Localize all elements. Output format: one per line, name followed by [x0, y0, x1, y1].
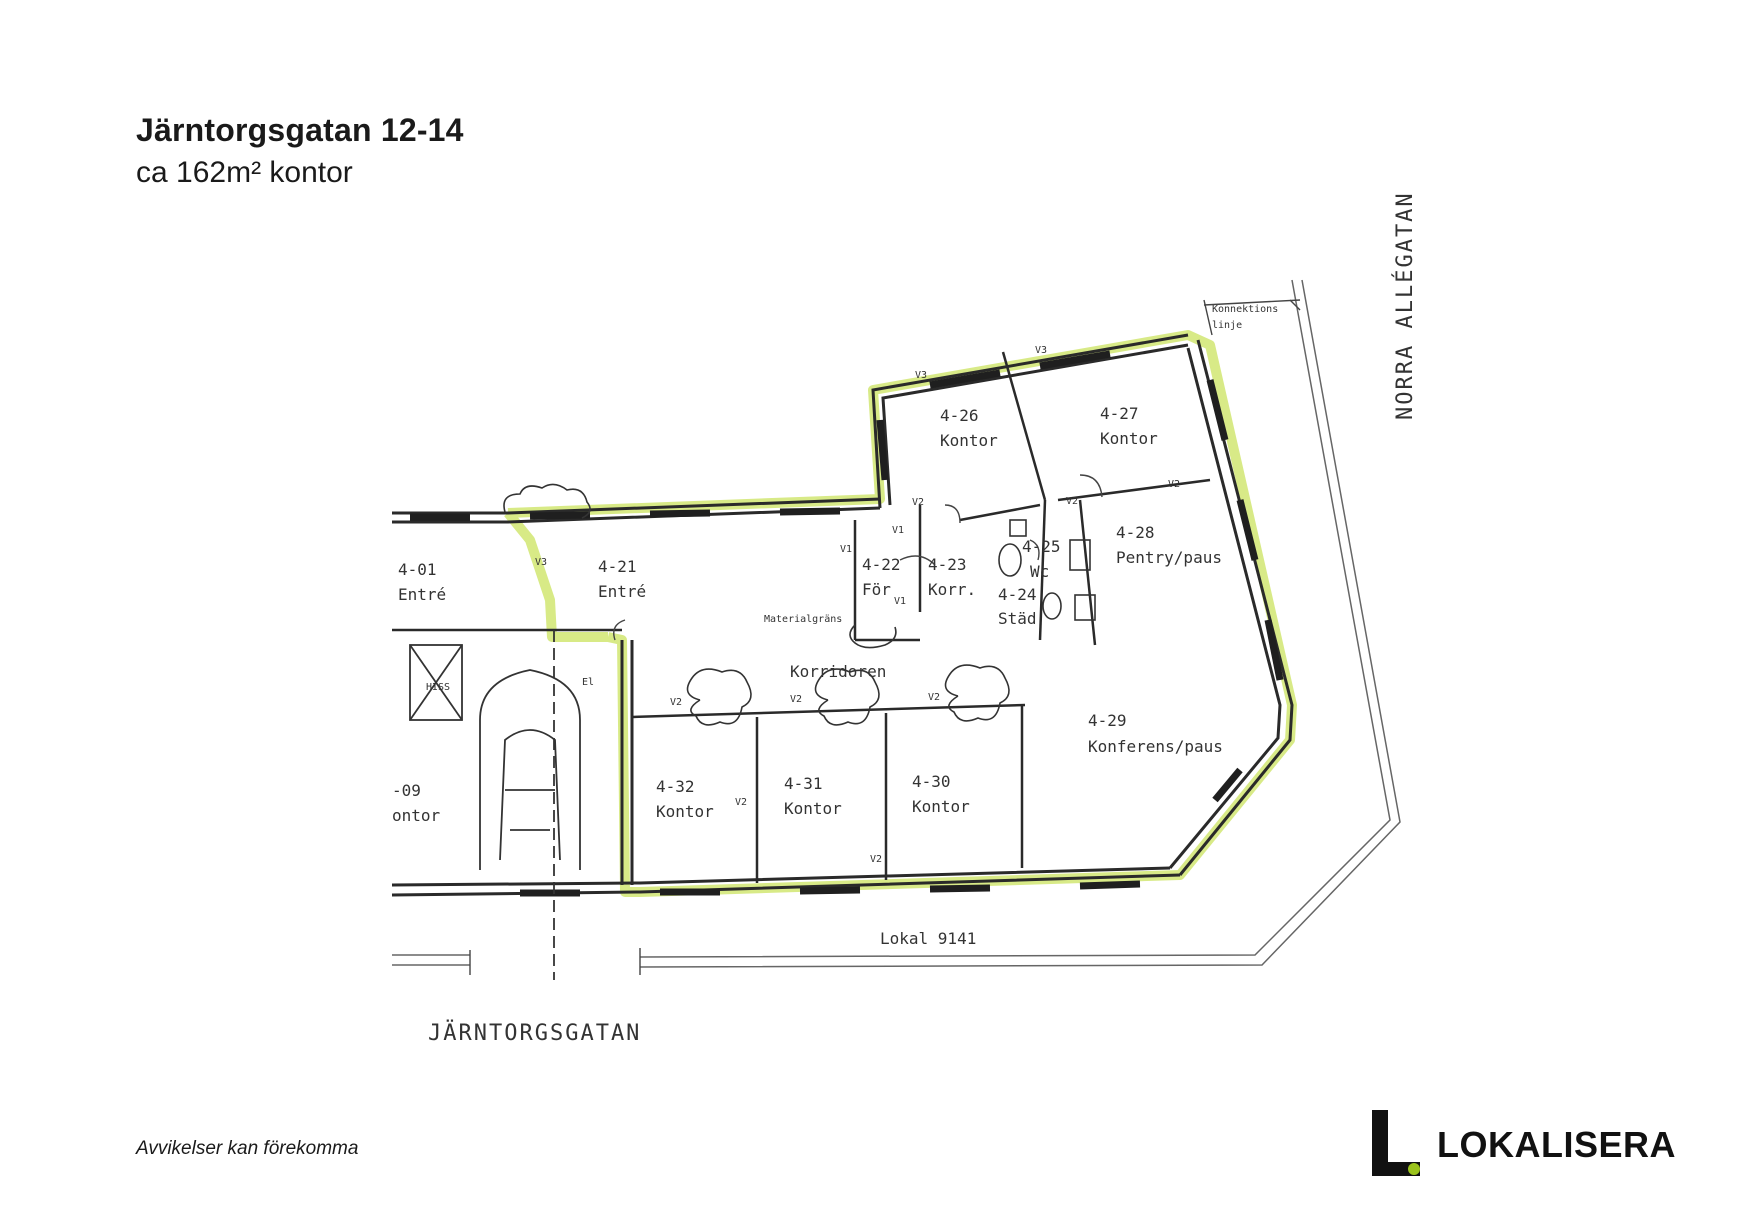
tag-v2: V2 [870, 854, 882, 865]
room-name: Städ [998, 609, 1037, 628]
room-4-21: 4-21 Entré [598, 557, 646, 601]
tag-v2: V2 [735, 797, 747, 808]
room-4-25: 4-25 Wc [1022, 537, 1061, 581]
room-id: 4-32 [656, 777, 695, 796]
room-4-27: 4-27 Kontor [1100, 404, 1158, 448]
room-name: Konferens/paus [1088, 737, 1223, 756]
room-id: 4-23 [928, 555, 967, 574]
tag-v2: V2 [670, 697, 682, 708]
room-id: 4-22 [862, 555, 901, 574]
highlight-outline [504, 330, 1297, 897]
tag-v2: V2 [790, 694, 802, 705]
tag-v1: V1 [894, 596, 906, 607]
room-name: Entré [398, 585, 446, 604]
room-name: För [862, 580, 891, 599]
tag-v2: V2 [1168, 479, 1180, 490]
room-4-31: 4-31 Kontor [784, 774, 842, 818]
room-4-24: 4-24 Städ [998, 585, 1037, 628]
room-id: 4-31 [784, 774, 823, 793]
room-4-29: 4-29 Konferens/paus [1088, 711, 1223, 756]
tag-v2: V2 [928, 692, 940, 703]
tag-v2: V2 [912, 497, 924, 508]
tag-v3: V3 [535, 557, 547, 568]
konnektion-label-1: Konnektions [1212, 304, 1278, 315]
interior-walls [392, 351, 1211, 883]
room-id: 4-21 [598, 557, 637, 576]
lokal-label: Lokal 9141 [880, 929, 976, 948]
tag-v3: V3 [915, 370, 927, 381]
outer-walls [391, 333, 1294, 897]
room-id: 4-24 [998, 585, 1037, 604]
room-4-01: 4-01 Entré [398, 560, 446, 604]
tag-v3: V3 [1035, 345, 1047, 356]
room-4-26: 4-26 Kontor [940, 406, 998, 450]
page-subtitle: ca 162m² kontor [136, 156, 353, 189]
street-outline [392, 279, 1401, 968]
room-4-23: 4-23 Korr. [928, 555, 976, 599]
stairwell [409, 630, 581, 980]
tag-v1: V1 [840, 544, 852, 555]
room-name: ontor [392, 806, 441, 825]
room-name: Entré [598, 582, 646, 601]
room-4-28: 4-28 Pentry/paus [1116, 523, 1222, 567]
room-name: Korr. [928, 580, 976, 599]
konnektion-label-2: linje [1212, 320, 1242, 331]
room-4-09: -09 ontor [392, 781, 441, 825]
materialgrans-label: Materialgräns [764, 614, 842, 625]
windows [410, 350, 1284, 897]
room-id: 4-01 [398, 560, 437, 579]
room-name: Pentry/paus [1116, 548, 1222, 567]
room-id: 4-27 [1100, 404, 1139, 423]
logo-mark-icon [1372, 1110, 1420, 1176]
room-name: Kontor [940, 431, 998, 450]
el-label: El [582, 677, 594, 688]
hiss-label: HISS [426, 682, 450, 693]
room-id: 4-30 [912, 772, 951, 791]
fixtures [998, 519, 1096, 621]
room-4-32: 4-32 Kontor [656, 777, 714, 821]
logo-text: LOKALISERA [1437, 1124, 1676, 1165]
tag-v2: V2 [1066, 496, 1078, 507]
room-name: Kontor [1100, 429, 1158, 448]
disclaimer-text: Avvikelser kan förekomma [136, 1138, 359, 1159]
trees [503, 483, 1010, 726]
dimension-ticks [469, 299, 1301, 975]
room-name: Kontor [656, 802, 714, 821]
doors [613, 474, 1103, 641]
room-id: 4-25 [1022, 537, 1061, 556]
room-id: 4-28 [1116, 523, 1155, 542]
room-4-22: 4-22 För [862, 555, 901, 599]
page-title: Järntorgsgatan 12-14 [136, 112, 464, 148]
street-label-south: JÄRNTORGSGATAN [428, 1020, 641, 1046]
street-label-east: NORRA ALLÉGATAN [1392, 191, 1418, 420]
room-name: Kontor [912, 797, 970, 816]
room-4-30: 4-30 Kontor [912, 772, 970, 816]
room-id: 4-26 [940, 406, 979, 425]
corridor-label: Korridoren [790, 662, 886, 681]
room-id: 4-29 [1088, 711, 1127, 730]
room-id: -09 [392, 781, 421, 800]
room-name: Wc [1030, 562, 1049, 581]
tag-v1: V1 [892, 525, 904, 536]
room-name: Kontor [784, 799, 842, 818]
lokalisera-logo: LOKALISERA [1370, 1108, 1676, 1180]
